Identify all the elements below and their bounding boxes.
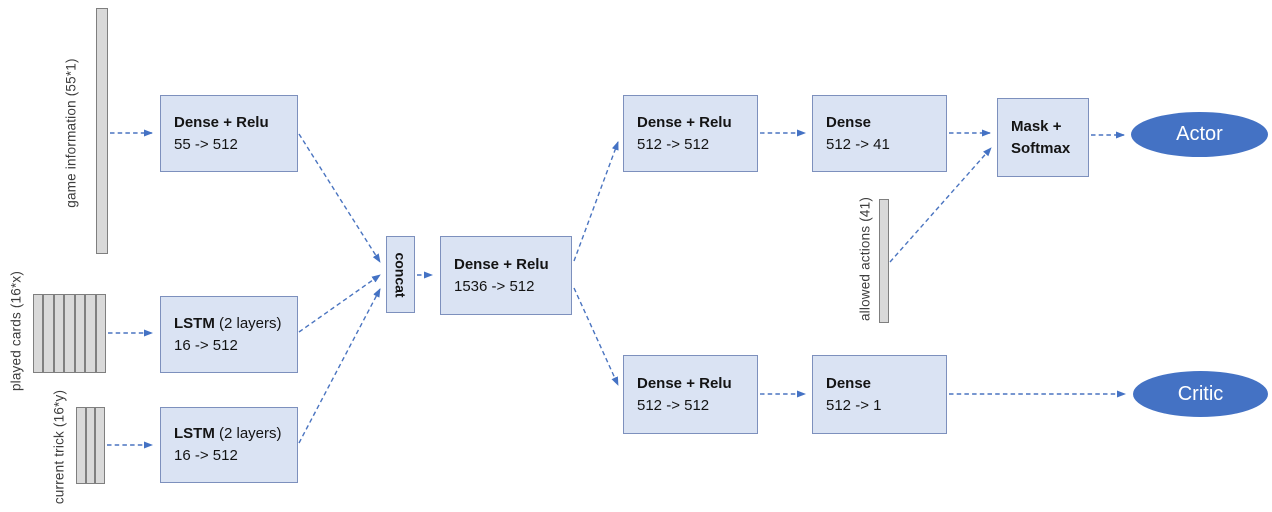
critic-output-ellipse: Critic (1133, 371, 1268, 417)
input-bar-cell (64, 294, 75, 373)
current-trick-label: current trick (16*y) (51, 389, 67, 505)
node-title: Dense + Relu (637, 113, 732, 131)
node-detail: 55 -> 512 (174, 135, 238, 153)
played-cards-input-bars (33, 294, 106, 373)
node-dense-critic-hidden: Dense + Relu 512 -> 512 (623, 355, 758, 434)
critic-label: Critic (1177, 382, 1224, 405)
input-bar-cell (74, 294, 86, 373)
input-bar-cell (43, 294, 54, 373)
input-bar-cell (76, 407, 86, 484)
node-title: Dense + Relu (454, 255, 549, 273)
node-dense-merge: Dense + Relu 1536 -> 512 (440, 236, 572, 315)
input-bar-cell (85, 294, 96, 373)
node-detail: 512 -> 41 (826, 135, 890, 153)
game-information-label: game information (55*1) (63, 58, 79, 208)
node-detail: 512 -> 512 (637, 396, 710, 414)
game-information-input-bar (96, 8, 108, 254)
allowed-actions-label: allowed actions (41) (857, 196, 873, 322)
input-bar-cell (33, 294, 44, 373)
input-bar-cell (85, 407, 96, 484)
arrow-lstm1-to-concat (298, 274, 381, 333)
node-dense-critic-output: Dense 512 -> 1 (812, 355, 947, 434)
input-bar-cell (53, 294, 65, 373)
current-trick-input-bars (76, 407, 106, 484)
node-detail: 16 -> 512 (174, 447, 238, 464)
node-title: LSTM (2 layers) (174, 425, 282, 442)
node-title: Mask + (1011, 117, 1062, 135)
node-detail: 1536 -> 512 (454, 277, 535, 295)
input-bar-cell (95, 294, 106, 373)
arrow-lstm2-to-concat (298, 288, 381, 444)
node-dense-actor-hidden: Dense + Relu 512 -> 512 (623, 95, 758, 172)
allowed-actions-input-bar (879, 199, 889, 323)
node-detail: 16 -> 512 (174, 336, 238, 354)
arrow-densemerge-to-actorbranch (573, 141, 619, 262)
node-detail: 512 -> 1 (826, 396, 882, 414)
node-mask-softmax: Mask + Softmax (997, 98, 1089, 177)
node-lstm-current-trick: LSTM (2 layers) 16 -> 512 (160, 407, 298, 483)
node-title: Dense + Relu (637, 374, 732, 392)
node-lstm-played-cards: LSTM (2 layers) 16 -> 512 (160, 296, 298, 373)
node-detail: 512 -> 512 (637, 135, 710, 153)
node-title: concat (392, 251, 409, 298)
node-title: Dense (826, 374, 872, 392)
node-title: Dense + Relu (174, 113, 269, 131)
node-title: LSTM (2 layers) (174, 314, 282, 332)
node-title: Dense (826, 113, 872, 131)
arrow-dense-to-concat (298, 133, 381, 263)
actor-label: Actor (1176, 123, 1223, 145)
node-detail: Softmax (1011, 139, 1071, 157)
node-concat: concat (386, 236, 415, 313)
arrow-densemerge-to-criticbranch (573, 287, 619, 386)
node-dense-actor-output: Dense 512 -> 41 (812, 95, 947, 172)
input-bar-cell (95, 407, 106, 484)
node-dense-game-info: Dense + Relu 55 -> 512 (160, 95, 298, 172)
played-cards-label: played cards (16*x) (8, 270, 24, 392)
actor-output-ellipse: Actor (1131, 112, 1268, 157)
